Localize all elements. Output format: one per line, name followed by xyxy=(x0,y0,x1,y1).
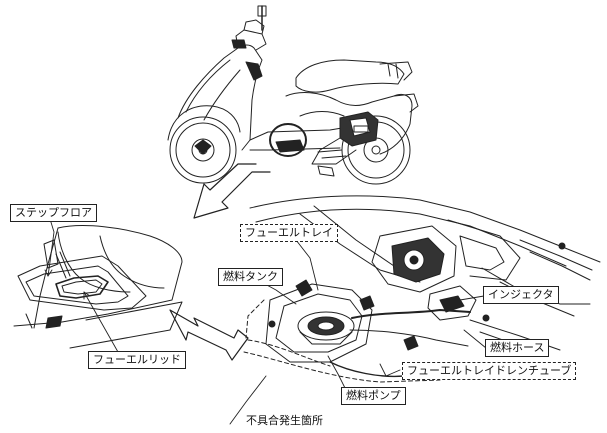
label-fuel-tray-drain-tube: フューエルトレイドレンチューブ xyxy=(402,362,577,380)
injector-part xyxy=(427,285,477,321)
fuel-hose xyxy=(351,309,471,319)
label-step-floor: ステップフロア xyxy=(10,204,97,222)
label-fuel-hose: 燃料ホース xyxy=(485,339,550,357)
fuel-system-detail xyxy=(243,195,601,383)
engine-unit xyxy=(311,111,379,165)
label-fuel-tray: フューエルトレイ xyxy=(240,224,338,242)
step-floor-detail xyxy=(13,225,183,349)
label-defect-location: 不具合発生箇所 xyxy=(246,414,323,427)
label-injector: インジェクタ xyxy=(483,286,559,304)
front-wheel xyxy=(169,116,237,184)
fuel-tank xyxy=(265,283,373,363)
fuel-pump xyxy=(297,311,355,345)
scooter-illustration xyxy=(167,5,419,185)
fuel-lid-highlight xyxy=(269,123,307,157)
front-body xyxy=(177,44,263,151)
label-fuel-pump: 燃料ポンプ xyxy=(341,387,406,405)
label-fuel-tank: 燃料タンク xyxy=(218,268,283,286)
label-fuel-lid: フューエルリッド xyxy=(88,351,186,369)
seat xyxy=(295,59,405,93)
down-left-arrow xyxy=(193,163,271,219)
step-floor-line xyxy=(249,127,343,141)
fuel-lid xyxy=(55,275,109,299)
right-arrow xyxy=(169,309,249,361)
